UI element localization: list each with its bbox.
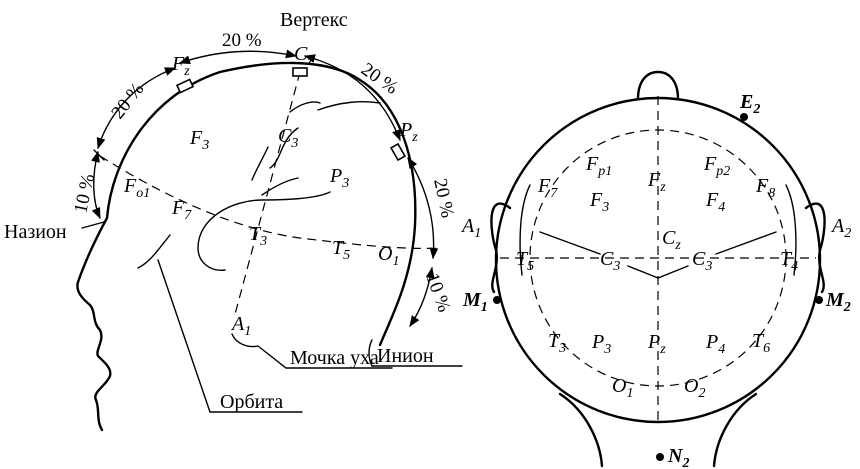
percent-pz-o1: 20 % — [429, 177, 458, 220]
face-profile — [76, 216, 112, 432]
electrode-fz: Fz — [171, 53, 190, 79]
electrode-pz-top: Pz — [647, 331, 666, 357]
electrode-c3-right: C3 — [692, 248, 712, 274]
sulcus-small — [289, 101, 321, 113]
earlobe-shape — [231, 333, 259, 348]
right-ear — [804, 202, 826, 294]
arc-nasion-fo1 — [91, 150, 101, 220]
electrode-o2: O2 — [684, 375, 705, 401]
right-inner-ear — [785, 184, 797, 276]
left-ear — [490, 202, 512, 294]
nose-outline — [636, 70, 680, 101]
side-view-diagram: Вертекс Назион Инион Мочка уха Орбита 20… — [4, 9, 463, 432]
neck-left — [558, 392, 604, 468]
electrode-p4: P4 — [705, 331, 725, 357]
electrode-cz: Cz — [294, 43, 313, 69]
orbit-curve — [137, 234, 171, 269]
fo1-tick — [93, 149, 105, 161]
ear-helix — [261, 177, 299, 196]
percent-fz-cz: 20 % — [222, 30, 262, 51]
leader-earlobe — [257, 345, 393, 369]
electrode-f4: F4 — [705, 189, 725, 215]
electrode-f7-top: F7 — [537, 175, 558, 201]
electrode-e2: E2 — [739, 91, 760, 117]
electrode-c3-left: C3 — [600, 248, 620, 274]
line-c3-right — [715, 231, 777, 255]
dot-n2 — [656, 453, 664, 461]
electrode-p3-top: P3 — [591, 331, 611, 357]
vertex-label: Вертекс — [280, 9, 348, 31]
ear-lower — [197, 247, 226, 271]
electrode-f3: F3 — [189, 127, 209, 153]
electrode-a1: A1 — [230, 313, 251, 339]
electrode-n2: N2 — [667, 445, 689, 469]
electrode-m2: M2 — [825, 289, 851, 315]
neck-right — [712, 392, 758, 468]
percent-nasion-fo1: 10 % — [70, 172, 99, 215]
electrode-a1-top: A1 — [460, 215, 481, 241]
electrode-t6: T6 — [752, 330, 770, 356]
nasion-label: Назион — [4, 221, 67, 243]
electrode-m1: M1 — [462, 289, 488, 315]
arc-cz-pz — [303, 54, 401, 142]
electrode-a2-top: A2 — [830, 215, 851, 241]
electrode-o1-top: O1 — [612, 375, 633, 401]
dash-cz-a1 — [233, 71, 301, 319]
orbit-label: Орбита — [220, 391, 283, 413]
arc-fz-cz — [178, 49, 298, 64]
electrode-cz-top: Cz — [662, 227, 681, 253]
fz-marker — [175, 78, 195, 94]
percent-cz-pz: 20 % — [357, 59, 402, 99]
electrode-f7: F7 — [171, 197, 192, 223]
arc-o1-inion — [409, 266, 435, 327]
earlobe-label: Мочка уха — [290, 347, 379, 369]
electrode-c3: C3 — [278, 125, 298, 151]
dash-fo1-o1 — [99, 155, 441, 249]
electrode-fo1: Fo1 — [123, 175, 150, 201]
pz-marker — [389, 142, 407, 162]
dot-m1 — [493, 296, 501, 304]
electrode-fz-top: Fz — [647, 169, 666, 195]
top-view-diagram: E2 M1 M2 N2 A1 A2 Fp1 Fp2 F7 F8 Fz F3 F4… — [460, 70, 851, 469]
dot-e2 — [740, 113, 748, 121]
dot-m2 — [815, 296, 823, 304]
line-c3-left — [539, 231, 601, 255]
inion-curve — [368, 339, 373, 367]
electrode-t5: T5 — [332, 237, 350, 263]
central-sulcus — [269, 127, 299, 169]
line-center-v — [627, 265, 689, 279]
electrode-o1: O1 — [378, 243, 399, 269]
inion-label: Инион — [377, 345, 434, 367]
electrode-fp2: Fp2 — [703, 153, 730, 179]
left-inner-ear — [519, 184, 531, 276]
cz-marker — [292, 67, 308, 77]
electrode-t5-top: T5 — [516, 248, 534, 274]
electrode-fp1: Fp1 — [585, 153, 612, 179]
electrode-f8: F8 — [755, 175, 775, 201]
electrode-t3-top: T3 — [548, 330, 566, 356]
lateral-sulcus — [317, 101, 381, 111]
electrode-pz: Pz — [399, 119, 418, 145]
electrode-p3: P3 — [329, 165, 349, 191]
arc-pz-o1 — [407, 157, 439, 260]
leader-nasion — [81, 221, 105, 229]
leader-orbit — [157, 259, 303, 413]
electrode-f3-top: F3 — [589, 189, 609, 215]
arc-fo1-fz — [96, 67, 177, 150]
sulcus-lower — [251, 146, 269, 181]
ear-outline — [197, 191, 331, 249]
electrode-t3: T3 — [249, 223, 267, 249]
head-side-outline — [105, 61, 417, 347]
electrode-t4: T4 — [780, 248, 798, 274]
